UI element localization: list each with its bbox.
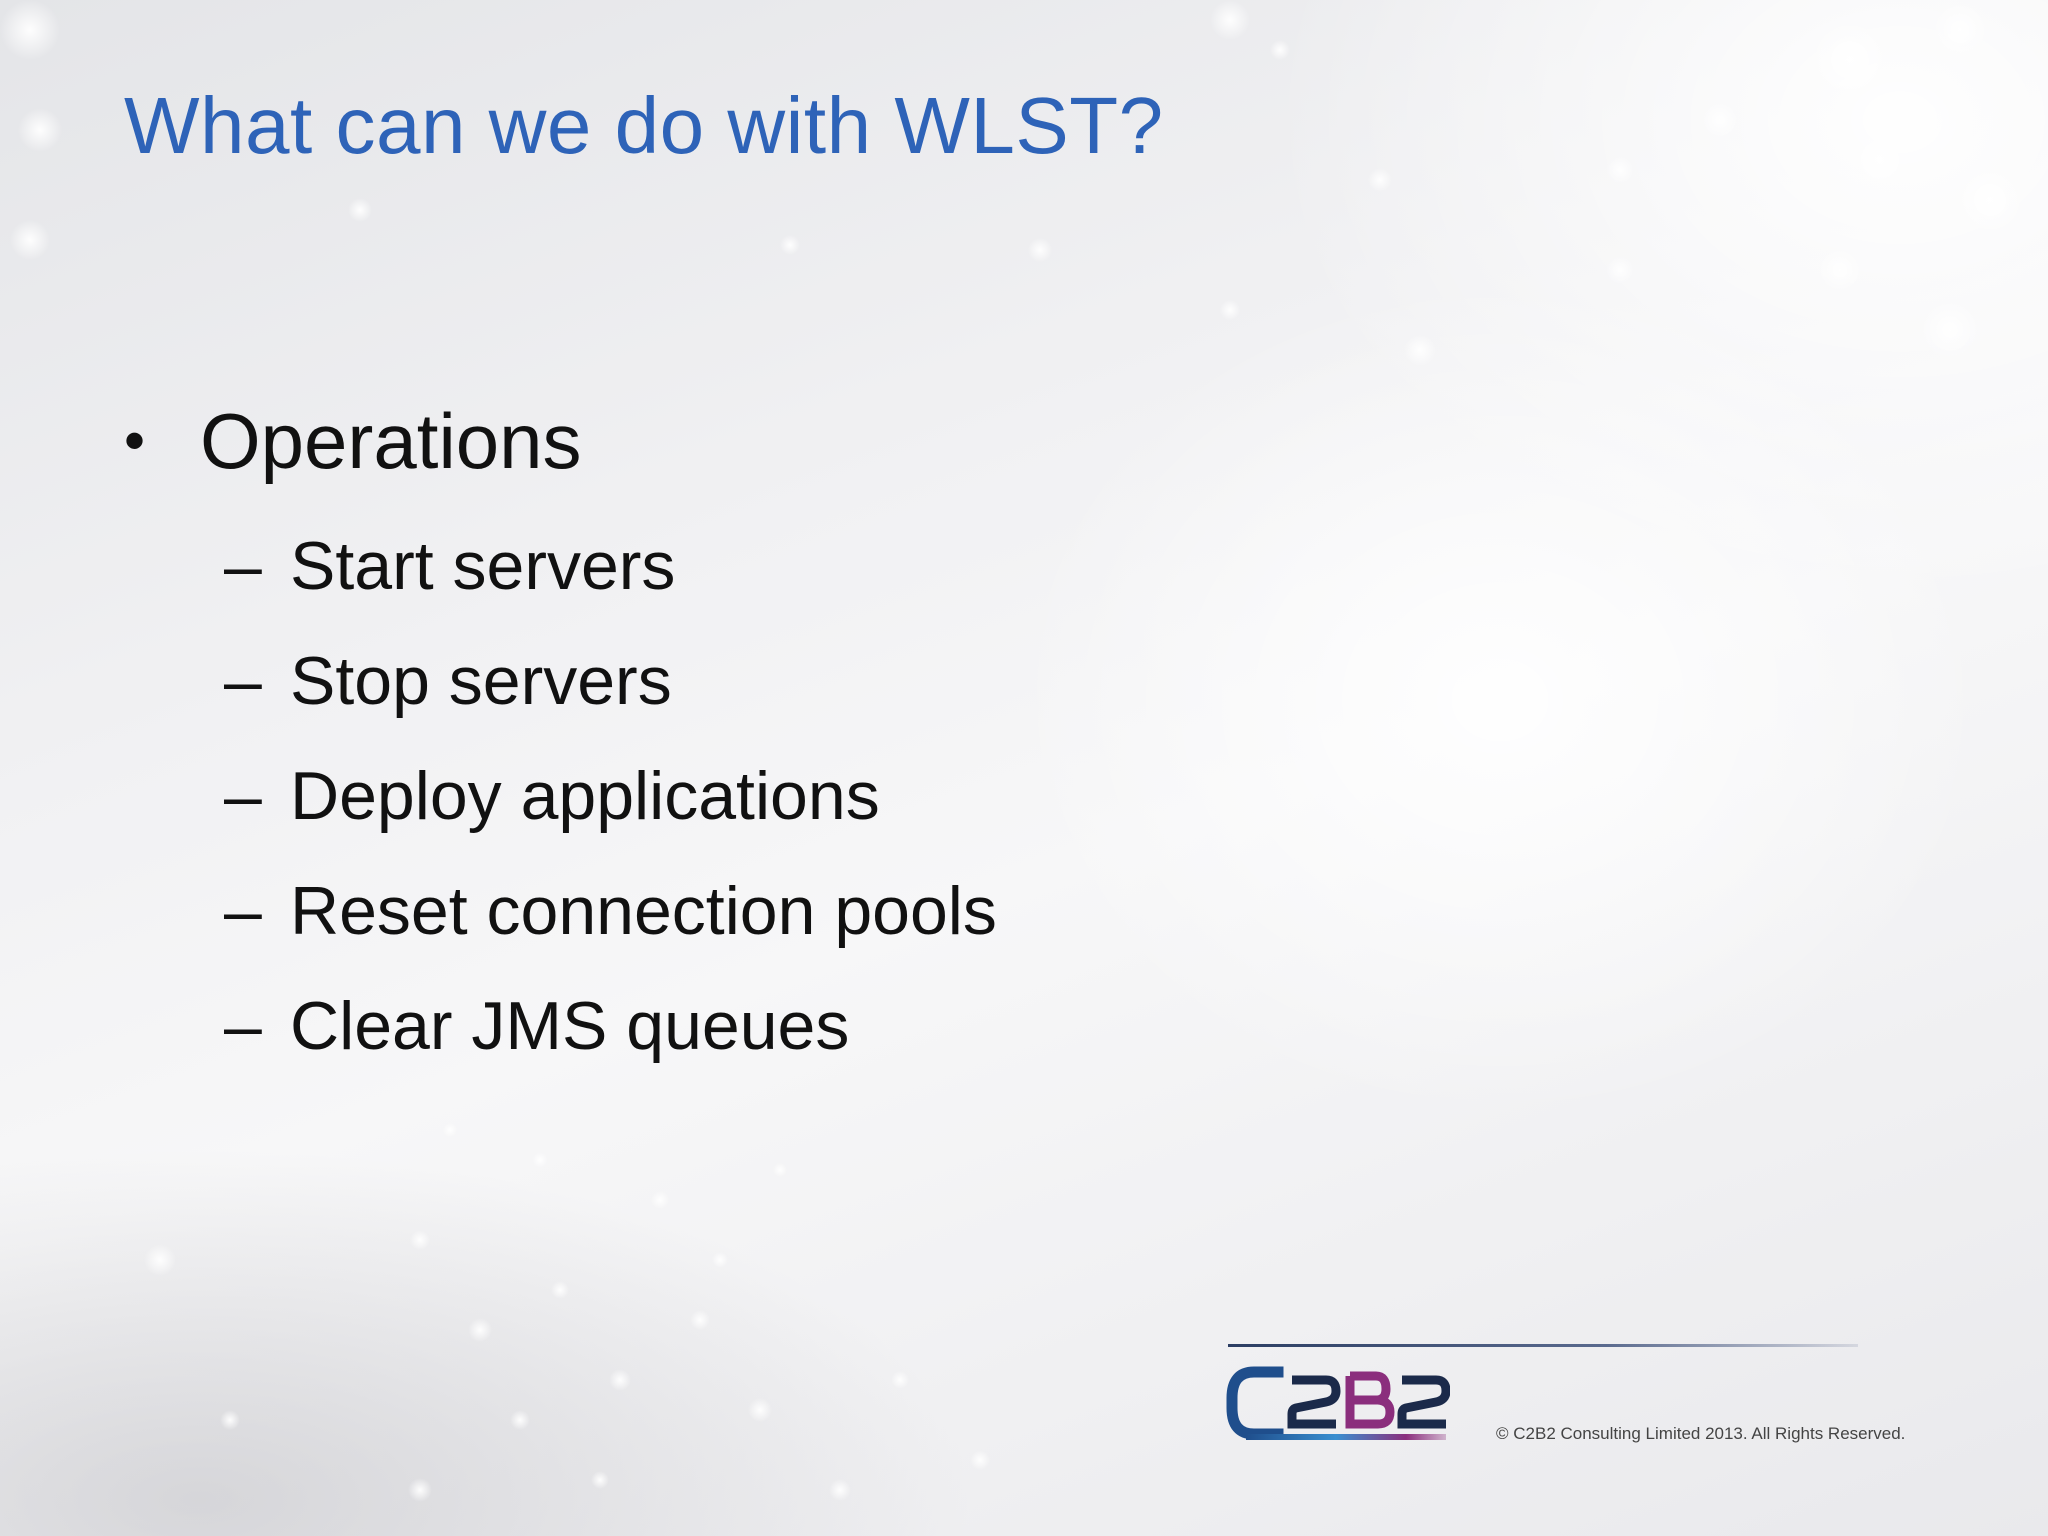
sub-bullet-label: Reset connection pools	[290, 873, 997, 949]
sub-bullet-start-servers: –Start servers	[224, 509, 997, 624]
sub-bullet-label: Start servers	[290, 528, 676, 604]
dash-marker: –	[224, 528, 262, 604]
sub-bullet-stop-servers: –Stop servers	[224, 624, 997, 739]
sub-bullet-clear-jms-queues: –Clear JMS queues	[224, 969, 997, 1084]
sub-bullet-deploy-applications: –Deploy applications	[224, 739, 997, 854]
bullet-operations: •Operations –Start servers –Stop servers…	[124, 395, 997, 1084]
dash-marker: –	[224, 643, 262, 719]
bullet-marker: •	[124, 407, 146, 474]
footer-divider	[1228, 1344, 1858, 1347]
dash-marker: –	[224, 758, 262, 834]
bullet-label: Operations	[200, 397, 582, 485]
sub-bullet-label: Clear JMS queues	[290, 988, 850, 1064]
dash-marker: –	[224, 988, 262, 1064]
sub-bullet-label: Stop servers	[290, 643, 672, 719]
slide-title: What can we do with WLST?	[124, 81, 1164, 170]
dash-marker: –	[224, 873, 262, 949]
c2b2-logo-icon	[1226, 1366, 1450, 1440]
bullet-list: •Operations –Start servers –Stop servers…	[124, 395, 997, 1084]
sub-bullet-reset-connection-pools: –Reset connection pools	[224, 854, 997, 969]
copyright-notice: © C2B2 Consulting Limited 2013. All Righ…	[1496, 1424, 1906, 1443]
sub-bullet-list: –Start servers –Stop servers –Deploy app…	[224, 509, 997, 1084]
sub-bullet-label: Deploy applications	[290, 758, 880, 834]
